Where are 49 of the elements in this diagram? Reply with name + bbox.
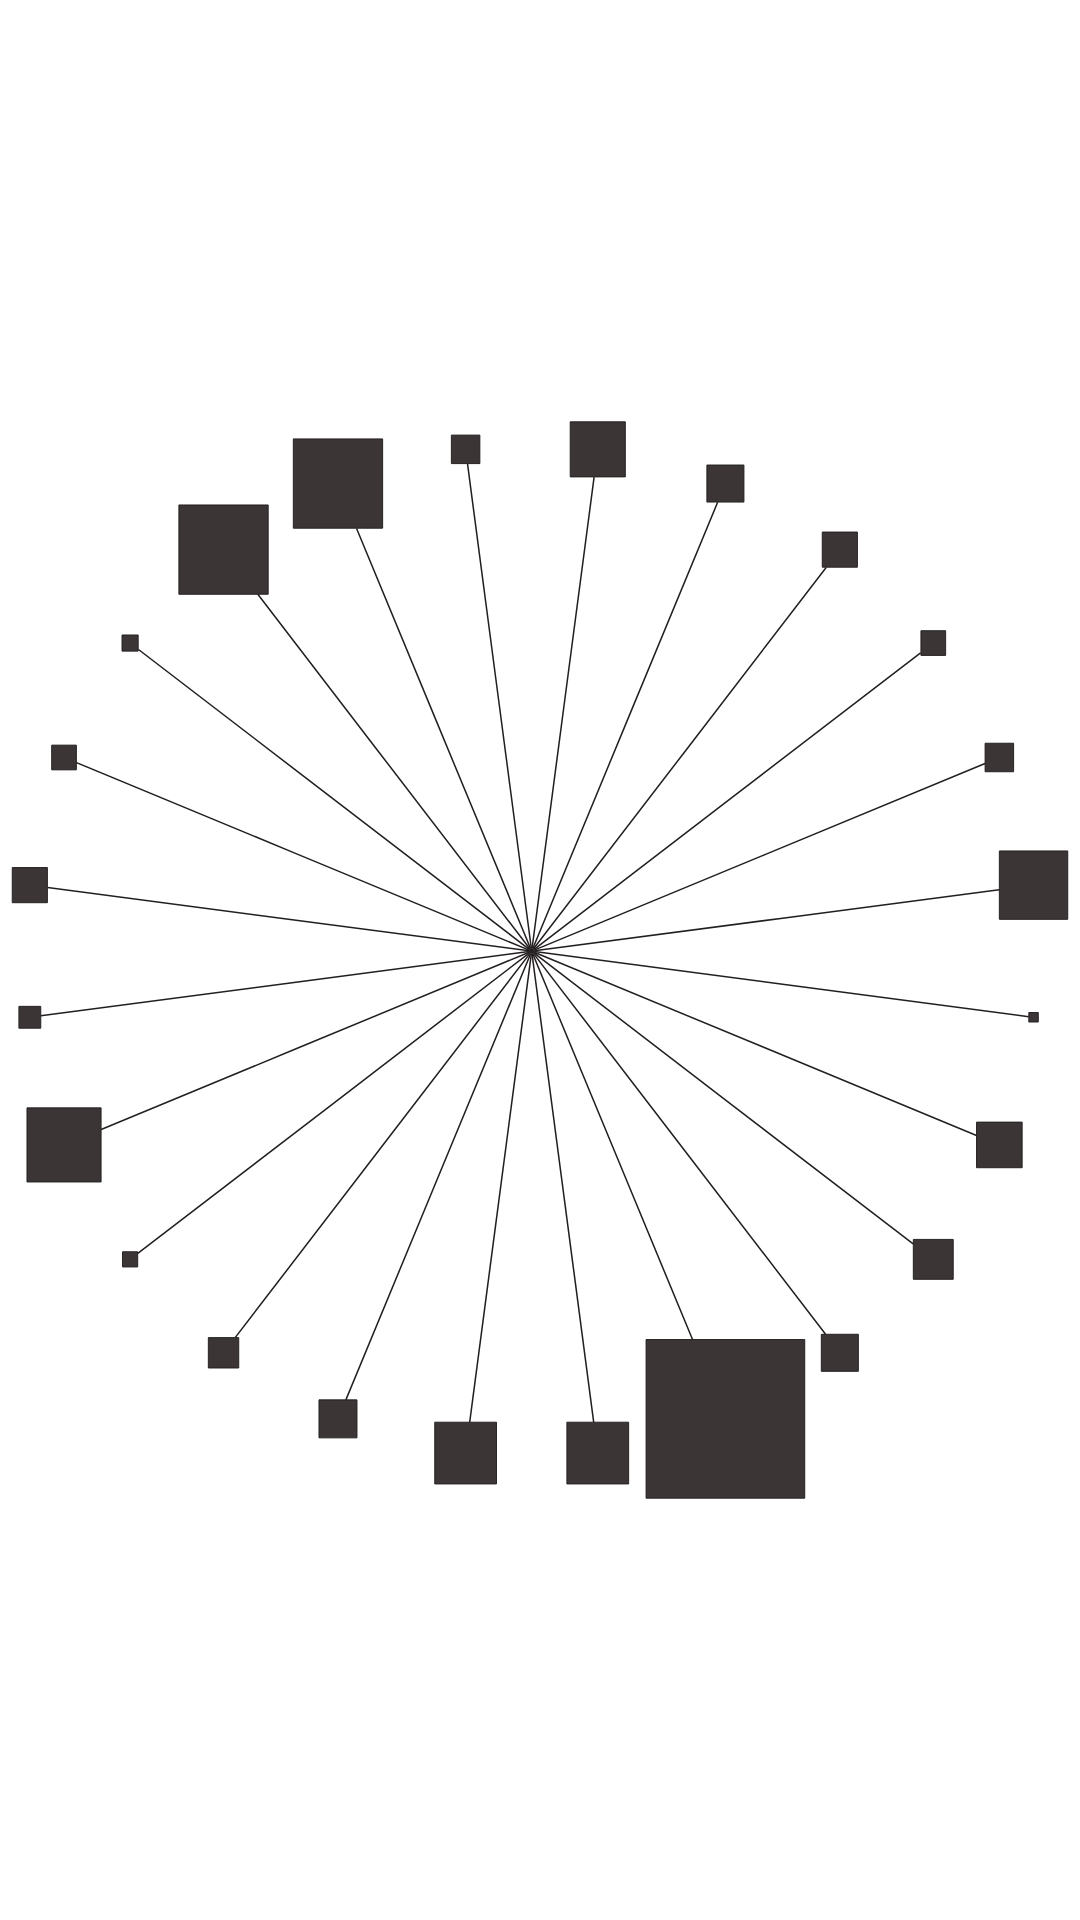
node-box bbox=[920, 630, 947, 656]
connector bbox=[533, 950, 1030, 1018]
node-box bbox=[976, 1121, 1023, 1169]
connector bbox=[531, 952, 694, 1341]
connector bbox=[533, 652, 922, 951]
node-box bbox=[434, 1421, 497, 1485]
node-box bbox=[26, 1107, 102, 1183]
connector bbox=[75, 761, 530, 951]
node-box bbox=[121, 634, 139, 652]
connector bbox=[40, 950, 530, 1017]
node-box bbox=[1028, 1012, 1039, 1023]
node-box bbox=[566, 1421, 630, 1485]
connector bbox=[532, 566, 827, 950]
node-box bbox=[984, 742, 1015, 773]
node-box bbox=[51, 744, 77, 771]
node-box bbox=[178, 504, 269, 595]
node-box bbox=[450, 434, 481, 465]
connector bbox=[532, 952, 827, 1335]
connector bbox=[466, 462, 533, 950]
connector bbox=[533, 762, 986, 951]
connector bbox=[533, 951, 978, 1137]
connector bbox=[137, 952, 531, 1255]
connector bbox=[345, 952, 532, 1401]
connector bbox=[46, 886, 530, 952]
node-point bbox=[528, 948, 535, 955]
connector bbox=[100, 951, 530, 1131]
node-box bbox=[569, 421, 626, 478]
connector bbox=[355, 527, 532, 950]
node-box bbox=[820, 1333, 859, 1372]
node-box bbox=[706, 464, 745, 503]
node-box bbox=[912, 1238, 954, 1280]
connector bbox=[531, 476, 595, 950]
connector bbox=[533, 888, 1000, 952]
node-box bbox=[122, 1251, 139, 1268]
node-box bbox=[998, 850, 1069, 920]
node-box bbox=[821, 531, 858, 568]
node-box bbox=[645, 1339, 806, 1499]
connector bbox=[531, 953, 595, 1423]
node-box bbox=[318, 1399, 358, 1439]
connector bbox=[533, 952, 914, 1245]
node-box bbox=[292, 438, 384, 529]
node-box bbox=[207, 1337, 240, 1369]
connector bbox=[234, 952, 531, 1339]
connector bbox=[137, 648, 531, 951]
node-box bbox=[18, 1005, 42, 1029]
node-box bbox=[11, 867, 48, 904]
connector bbox=[468, 953, 533, 1423]
connector bbox=[531, 501, 719, 950]
connector bbox=[257, 593, 531, 950]
